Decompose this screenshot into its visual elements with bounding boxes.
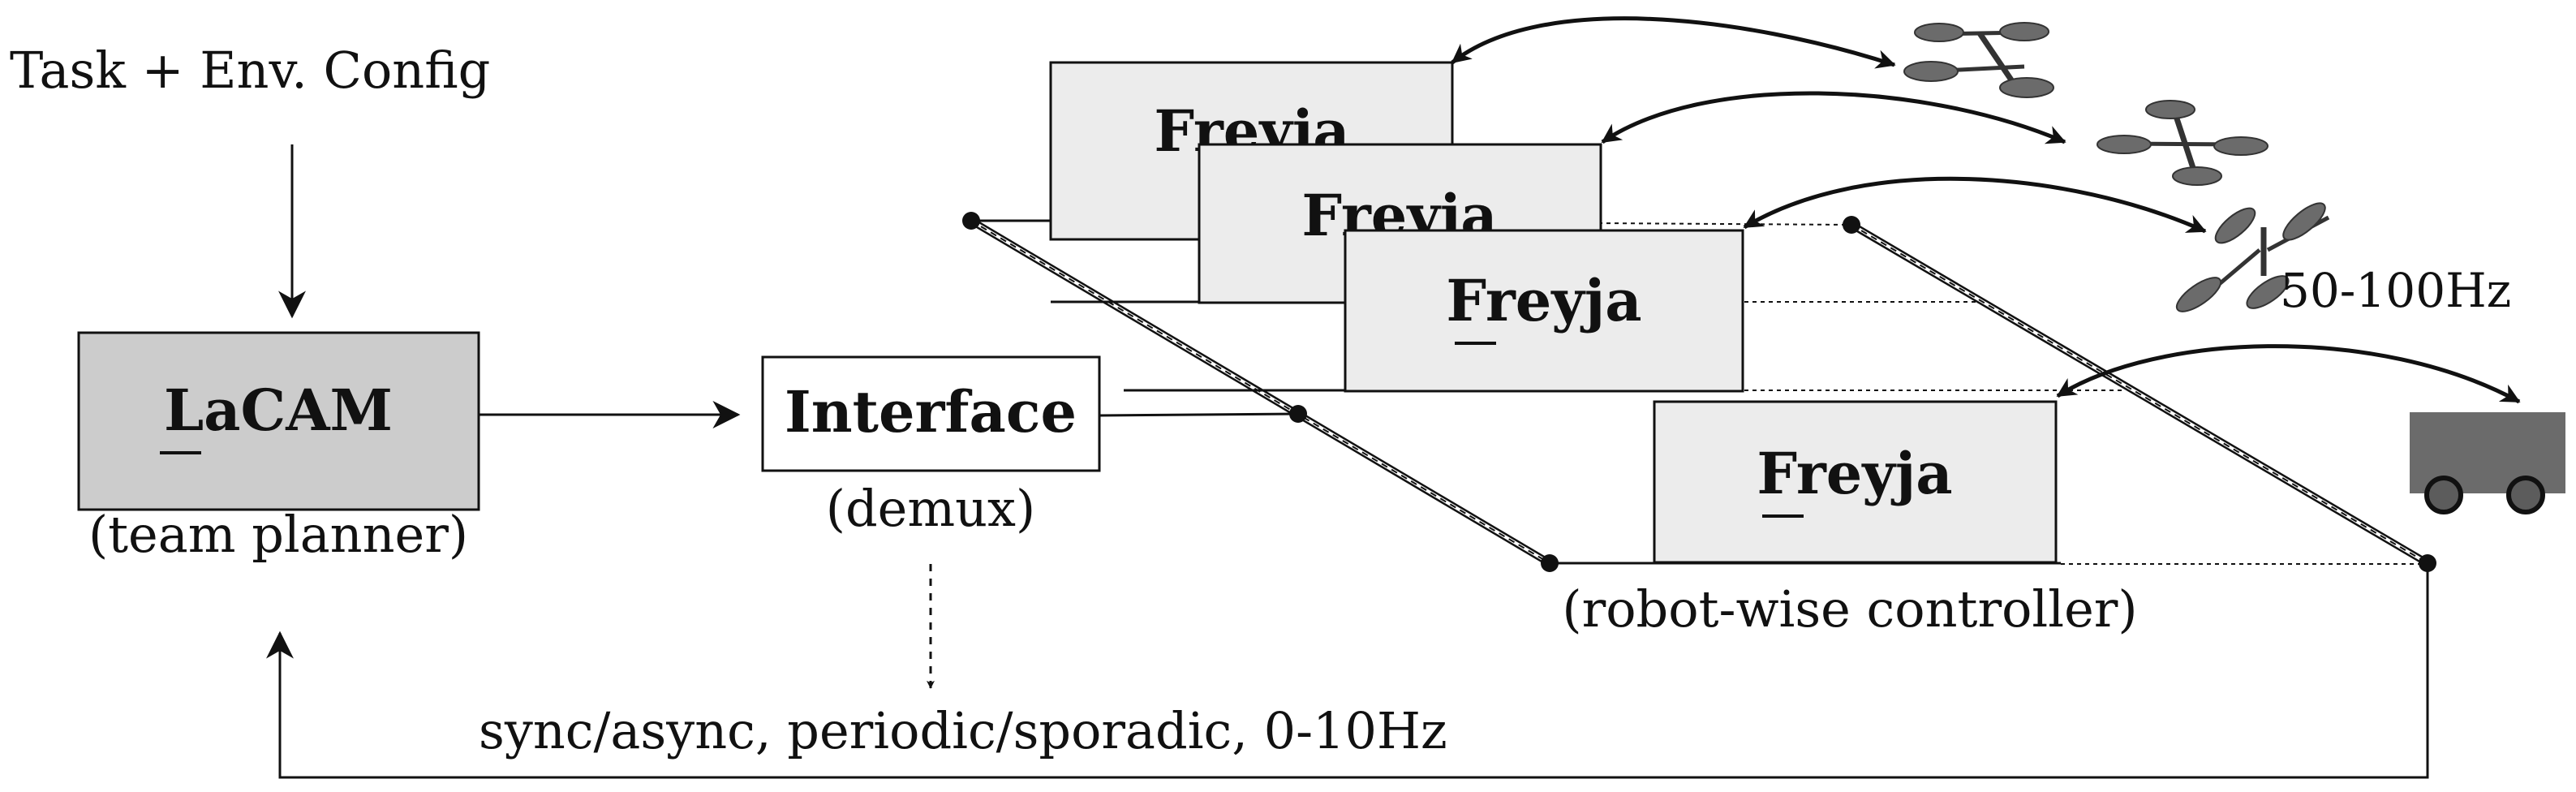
- planner-caption: (team planner): [88, 505, 468, 564]
- controller-box-4: Freyja: [1653, 400, 2058, 564]
- controller-box-3: Freyja: [1344, 229, 1744, 393]
- interface-title: Interface: [785, 378, 1077, 446]
- drone-icon: [2096, 100, 2269, 186]
- controller-title: Freyja: [1757, 440, 1952, 507]
- input-config-label: Task + Env. Config: [10, 41, 490, 100]
- interface-box: [761, 355, 1101, 472]
- controller-title: Freyja: [1446, 267, 1641, 334]
- controller-rate-label: 50-100Hz: [2280, 263, 2511, 318]
- planner-title: LaCAM: [164, 377, 393, 444]
- interface-to-controllers-line: [1099, 412, 1299, 417]
- planner-box: [77, 331, 480, 511]
- drone-icon: [2175, 202, 2330, 312]
- ground-robot-icon: [2410, 412, 2565, 514]
- link-arrow-1: [1451, 16, 1896, 69]
- feedback-loop-line: [266, 563, 2429, 779]
- link-arrow-2: [1601, 91, 2066, 144]
- link-arrow-3: [1743, 176, 2207, 234]
- controller-caption: (robot-wise controller): [1562, 579, 2137, 639]
- feedback-label: sync/async, periodic/sporadic, 0-10Hz: [479, 701, 1447, 760]
- link-arrow-4: [2056, 344, 2521, 404]
- interface-caption: (demux): [826, 479, 1035, 538]
- drone-icon: [1903, 22, 2054, 98]
